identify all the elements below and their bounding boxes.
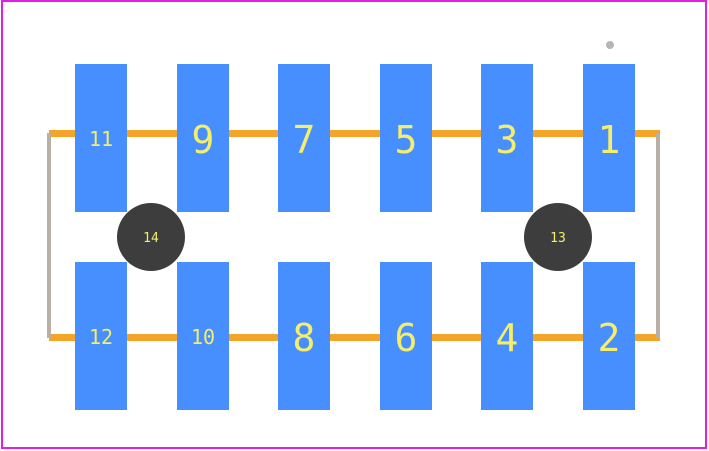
pad-2 (583, 262, 635, 410)
pad-5 (380, 64, 432, 212)
mounting-hole-13 (524, 203, 592, 271)
pad-label-2: 2 (598, 316, 621, 360)
mounting-hole-14 (117, 203, 185, 271)
silkscreen-bottom-line (49, 334, 660, 341)
pad-label-6: 6 (395, 316, 418, 360)
silkscreen-right-line (656, 133, 660, 338)
pad-6 (380, 262, 432, 410)
silkscreen-top-line (49, 130, 660, 137)
pads-group (75, 64, 635, 410)
pad-label-11: 11 (89, 127, 113, 151)
pad-labels: 11 9 7 5 3 1 12 10 8 6 4 2 14 13 (89, 118, 620, 360)
mounting-holes (117, 203, 592, 271)
pad-label-5: 5 (395, 118, 418, 162)
pad-label-10: 10 (191, 325, 215, 349)
pad-9 (177, 64, 229, 212)
pad-label-3: 3 (496, 118, 519, 162)
hole-label-14: 14 (143, 231, 159, 246)
pad-label-9: 9 (192, 118, 215, 162)
pad-label-8: 8 (293, 316, 316, 360)
pad-8 (278, 262, 330, 410)
pad-4 (481, 262, 533, 410)
pad-label-12: 12 (89, 325, 113, 349)
pad-3 (481, 64, 533, 212)
hole-label-13: 13 (550, 231, 566, 246)
pad-1 (583, 64, 635, 212)
pin-one-marker (606, 41, 614, 49)
pad-label-7: 7 (293, 118, 316, 162)
pad-label-1: 1 (598, 118, 621, 162)
pad-7 (278, 64, 330, 212)
pad-11 (75, 64, 127, 212)
pad-label-4: 4 (496, 316, 519, 360)
pad-10 (177, 262, 229, 410)
pad-12 (75, 262, 127, 410)
silkscreen-left-line (47, 133, 51, 338)
